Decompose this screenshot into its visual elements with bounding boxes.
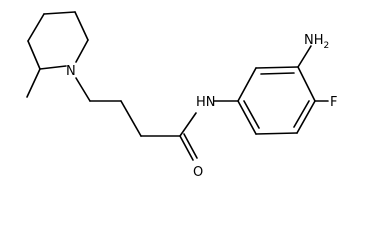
carbonyl-double-bond xyxy=(179,133,198,161)
bond-ar-inner-3 xyxy=(243,100,260,129)
amino-label-main: NH xyxy=(304,33,324,48)
bond-ar-c4-c5 xyxy=(296,100,316,134)
bond-ring-c4-c5 xyxy=(43,11,76,15)
fluoro-label: F xyxy=(330,95,337,110)
bond-ar-nh2 xyxy=(297,45,312,68)
ring-nitrogen-label: N xyxy=(66,64,76,79)
structure-diagram: N HN NH2 F O xyxy=(26,11,337,180)
carbonyl-oxygen-label: O xyxy=(193,165,203,180)
bond-c-o-outer xyxy=(179,135,194,161)
benzene-ring xyxy=(237,66,316,135)
amino-label-subscript: 2 xyxy=(324,41,330,51)
piperidine-ring xyxy=(27,11,89,70)
bond-ar-c1-c2 xyxy=(237,67,257,102)
amino-label: NH2 xyxy=(304,33,329,51)
bond-ar-inner-2 xyxy=(293,100,310,128)
bond-ring-n-c2 xyxy=(39,65,67,70)
bond-ring-c2-c3 xyxy=(27,40,41,70)
bond-ring-c5-c6 xyxy=(74,11,89,41)
bond-ar-c6-c1 xyxy=(237,100,257,135)
bond-co-nh xyxy=(179,112,197,137)
bond-ar-c2-c3 xyxy=(255,66,299,69)
bond-ch2b-ch2c xyxy=(120,100,142,137)
butanoyl-chain xyxy=(75,77,197,137)
bond-ring-c6-n xyxy=(75,39,89,63)
bond-c-o-inner xyxy=(183,133,198,159)
bond-ring-c3-c4 xyxy=(27,13,45,42)
bond-n-ch2a xyxy=(75,77,91,102)
bond-ar-inner-1 xyxy=(260,72,295,75)
bond-methyl xyxy=(26,68,41,98)
bond-ar-c5-c6 xyxy=(255,132,298,135)
bond-ar-c3-c4 xyxy=(297,66,316,102)
amide-nh-label: HN xyxy=(196,95,216,110)
